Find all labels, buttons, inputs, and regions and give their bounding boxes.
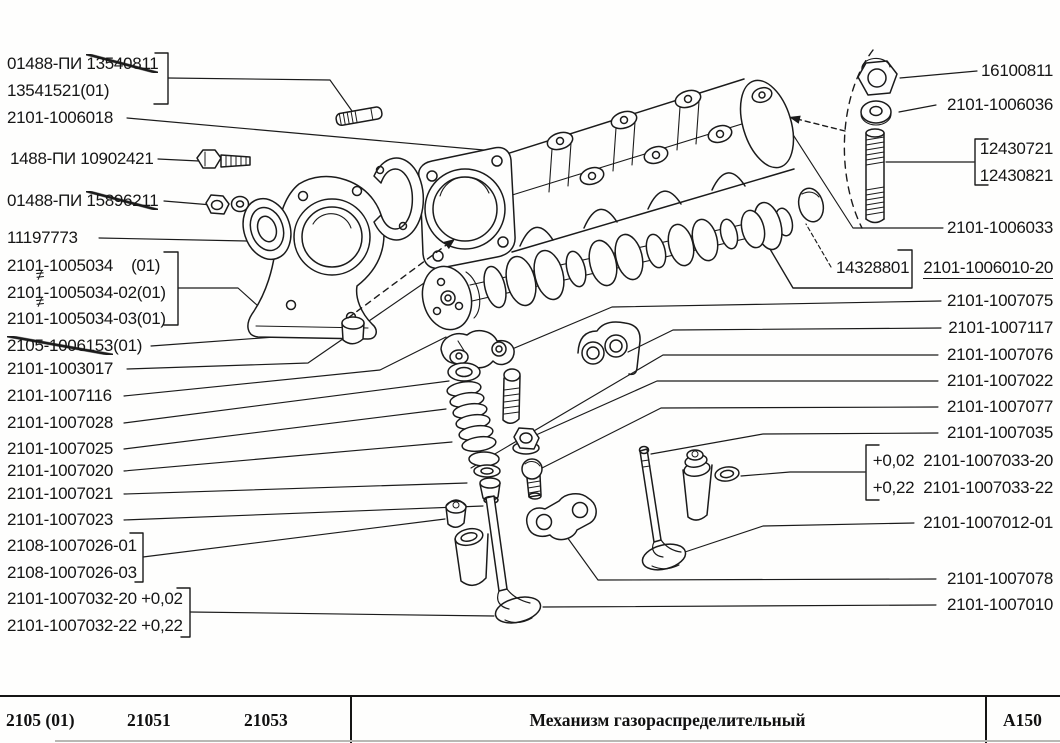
part-label-15896211: 01488-ПИ 15896211	[7, 191, 159, 210]
dome-plug	[797, 187, 825, 223]
washer-right	[860, 100, 892, 126]
part-label-2101-1007076: 2101-1007076	[946, 345, 1053, 364]
part-label-11197773: 11197773	[7, 228, 78, 247]
part-label-10902421: 1488-ПИ 10902421	[10, 149, 154, 168]
part-label-2101-1007078: 2101-1007078	[946, 569, 1053, 588]
spring-seat-lock-plate	[526, 493, 597, 541]
oil-seal	[242, 197, 292, 261]
part-label-2101-1005034-02: 2101-1005034-02(01)	[7, 283, 166, 302]
cup-plug-small	[341, 316, 365, 345]
footer-bar: 2105 (01) 21051 21053 Механизм газораспр…	[0, 695, 1060, 743]
camshaft	[421, 201, 794, 331]
bucket-tappet	[454, 527, 489, 587]
arrowhead-left	[443, 239, 455, 250]
adjusting-washer-ring	[714, 466, 740, 482]
part-label-2101-1007032-20: 2101-1007032-20 +0,02	[7, 589, 183, 608]
part-label-13541521: 13541521(01)	[7, 81, 110, 100]
dashed-marks	[347, 49, 874, 319]
nut-and-washer-small	[205, 194, 250, 215]
label-brackets	[129, 52, 989, 638]
diagram-title: Механизм газораспределительный	[529, 710, 806, 730]
stud-pin	[335, 106, 383, 127]
valve-exhaust-left	[485, 495, 542, 624]
crescent-plate	[373, 157, 425, 241]
part-label-2108-1007026-01: 2108-1007026-01	[7, 536, 137, 555]
part-label-2101-1005034-03: 2101-1005034-03(01)	[7, 309, 166, 328]
leader-lines	[98, 70, 978, 617]
part-label-13540811: 01488-ПИ 13540811	[7, 54, 159, 73]
part-label-12430821: 12430821	[979, 166, 1054, 185]
arrowhead-right	[789, 115, 801, 124]
part-label-2101-1006010-20: 2101-1006010-20	[923, 258, 1053, 279]
adjusting-stud	[502, 368, 521, 424]
part-label-2101-1005034: 2101-1005034(01)	[7, 256, 161, 275]
part-label-2101-1007012-01: 2101-1007012-01	[923, 513, 1053, 532]
bolt-small	[196, 149, 251, 169]
valve-intake-right	[638, 445, 687, 571]
not-interchangeable-symbol: ≠	[35, 266, 46, 285]
footer-model-21051: 21051	[127, 710, 171, 730]
footer-divider	[350, 697, 352, 743]
camshaft-bearing-housing	[418, 78, 795, 270]
part-label-2101-1003017: 2101-1003017	[7, 359, 114, 378]
part-label-14328801: 14328801	[836, 258, 910, 277]
part-label-2101-1007023: 2101-1007023	[7, 510, 114, 529]
page-code: А150	[1003, 710, 1042, 730]
stud-right	[865, 128, 885, 224]
part-label-2105-1006153: 2105-1006153(01)	[7, 336, 143, 355]
part-label-16100811: 16100811	[981, 61, 1053, 80]
part-label-2101-1007116: 2101-1007116	[7, 386, 112, 405]
tappet-guide-cap	[445, 499, 467, 528]
part-label-2101-1007025: 2101-1007025	[7, 439, 114, 458]
part-label-2101-1007020: 2101-1007020	[7, 461, 114, 480]
footer-model-2105: 2105 (01)	[6, 710, 75, 730]
cylinder-head-bolt	[521, 458, 543, 500]
footer-divider	[985, 697, 987, 743]
part-label-2101-1007010: 2101-1007010	[946, 595, 1053, 614]
page-edge-shadow	[55, 740, 1060, 742]
part-label-12430721: 12430721	[979, 139, 1054, 158]
part-label-2101-1007021: 2101-1007021	[7, 484, 114, 503]
part-label-2101-1007035: 2101-1007035	[946, 423, 1053, 442]
part-label-2101-1007028: 2101-1007028	[7, 413, 114, 432]
part-label-2101-1007117: 2101-1007117	[948, 318, 1053, 337]
part-label-2101-1007032-22: 2101-1007032-22 +0,22	[7, 616, 183, 635]
part-label-2101-1007022: 2101-1007022	[946, 371, 1053, 390]
part-label-2101-1006036: 2101-1006036	[946, 95, 1053, 114]
valve-guide	[682, 449, 713, 521]
valve-spring-stack	[446, 349, 501, 505]
valve-keeper-clip	[577, 321, 641, 376]
part-label-2101-1006018: 2101-1006018	[7, 108, 114, 127]
part-label-2108-1007026-03: 2108-1007026-03	[7, 563, 137, 582]
part-label-2101-1007075: 2101-1007075	[946, 291, 1053, 310]
footer-model-21053: 21053	[244, 710, 288, 730]
part-label-2101-1006033: 2101-1006033	[946, 218, 1053, 237]
lock-nut	[512, 427, 540, 455]
part-label-2101-1007077: 2101-1007077	[946, 397, 1053, 416]
